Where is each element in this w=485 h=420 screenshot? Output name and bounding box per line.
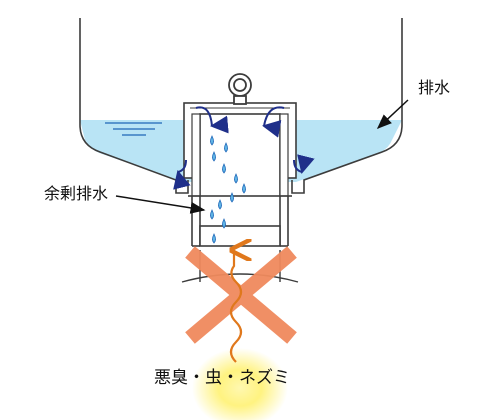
odor-arrow bbox=[231, 250, 241, 363]
overflow-drain-label: 余剰排水 bbox=[44, 184, 109, 203]
odor-pest-label: 悪臭・虫・ネズミ bbox=[154, 368, 290, 388]
drain-label: 排水 bbox=[418, 78, 451, 97]
drain-pipe bbox=[188, 195, 292, 247]
water-level-marks bbox=[105, 122, 162, 136]
water-body bbox=[80, 120, 402, 182]
flow-arrows bbox=[173, 106, 315, 190]
eye-bolt bbox=[228, 73, 252, 105]
drain-leader bbox=[376, 99, 409, 130]
tank-outline-right bbox=[291, 18, 403, 194]
water-drops bbox=[210, 135, 246, 244]
overflow-leader bbox=[115, 195, 206, 214]
inner-pipe bbox=[199, 113, 281, 197]
glow-spot bbox=[192, 348, 288, 420]
